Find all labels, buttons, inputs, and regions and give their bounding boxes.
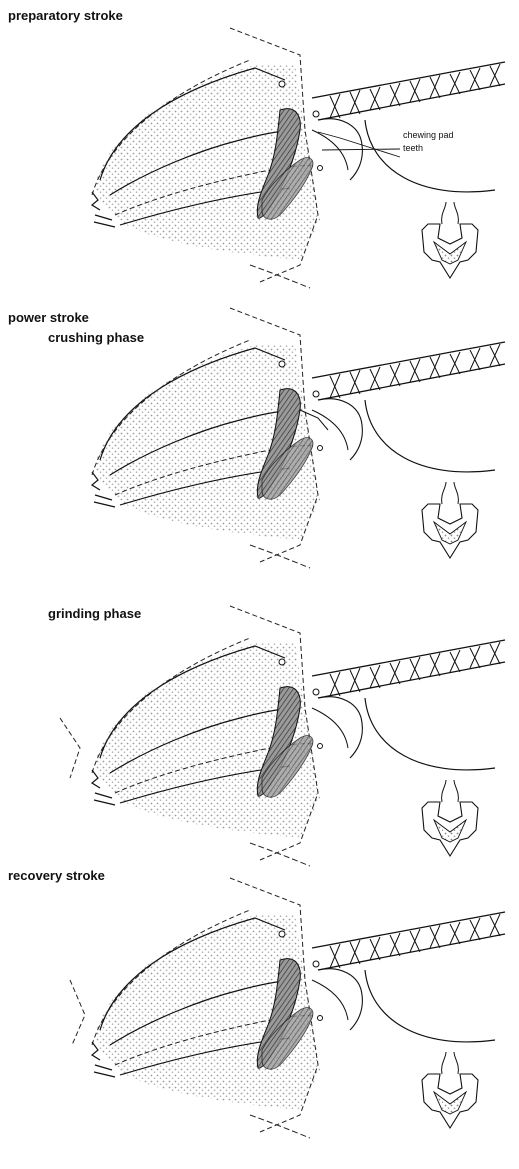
panel-crushing-phase xyxy=(92,308,505,568)
panel-recovery-stroke xyxy=(70,878,505,1138)
leader-teeth xyxy=(322,149,400,150)
panel-grinding-phase xyxy=(60,606,505,866)
panel-preparatory-stroke xyxy=(92,28,505,288)
leader-chewing-pad xyxy=(318,132,400,157)
